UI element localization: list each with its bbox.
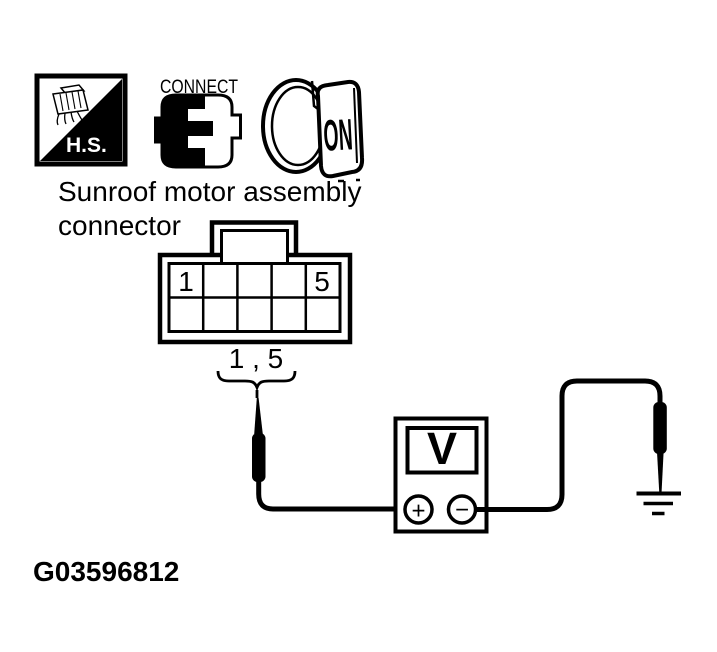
connector-sketch-icon bbox=[52, 84, 89, 126]
connector-plug-black-half bbox=[155, 95, 213, 167]
voltmeter-display bbox=[405, 426, 479, 475]
negative-terminal-label: − bbox=[455, 497, 469, 524]
key-reflection-dashes bbox=[338, 178, 360, 183]
hs-label: H.S. bbox=[66, 134, 107, 157]
positive-terminal bbox=[403, 494, 434, 525]
test-lead-right bbox=[653, 402, 667, 492]
positive-terminal-label: + bbox=[411, 498, 425, 525]
probe-tip-right bbox=[657, 452, 664, 492]
connector-diagram: 1 5 1 , 5 bbox=[157, 220, 353, 398]
caption-line2: connector bbox=[58, 210, 181, 241]
negative-terminal bbox=[446, 494, 478, 525]
tested-pins-label: 1 , 5 bbox=[229, 343, 283, 374]
lead-wire-right bbox=[466, 378, 663, 512]
connect-label: CONNECT bbox=[160, 77, 238, 98]
test-lead-left bbox=[252, 398, 414, 512]
ignition-on-label: ON bbox=[322, 110, 354, 160]
caption-line1: Sunroof motor assembly bbox=[58, 176, 361, 207]
hs-icon: H.S. bbox=[34, 73, 128, 167]
voltmeter-display-label: V bbox=[427, 423, 457, 474]
lead-wire-left bbox=[256, 479, 414, 512]
pin-1-label: 1 bbox=[178, 266, 194, 297]
voltmeter: V + − bbox=[393, 378, 663, 534]
probe-tip-left bbox=[254, 398, 263, 434]
key-bow-edge bbox=[353, 87, 358, 164]
pin-5-label: 5 bbox=[314, 266, 330, 297]
probe-body-left bbox=[252, 433, 266, 482]
hs-diagonal-triangle bbox=[40, 79, 122, 161]
ignition-on-icon: ON bbox=[261, 78, 365, 183]
ground-icon bbox=[636, 491, 681, 516]
connect-icon: CONNECT bbox=[154, 77, 242, 169]
figure-id: G03596812 bbox=[33, 556, 179, 587]
brace-under-pins bbox=[216, 370, 297, 392]
key-bow bbox=[315, 79, 365, 179]
probe-body-right bbox=[653, 402, 667, 454]
connector-tab-inner bbox=[220, 229, 289, 264]
